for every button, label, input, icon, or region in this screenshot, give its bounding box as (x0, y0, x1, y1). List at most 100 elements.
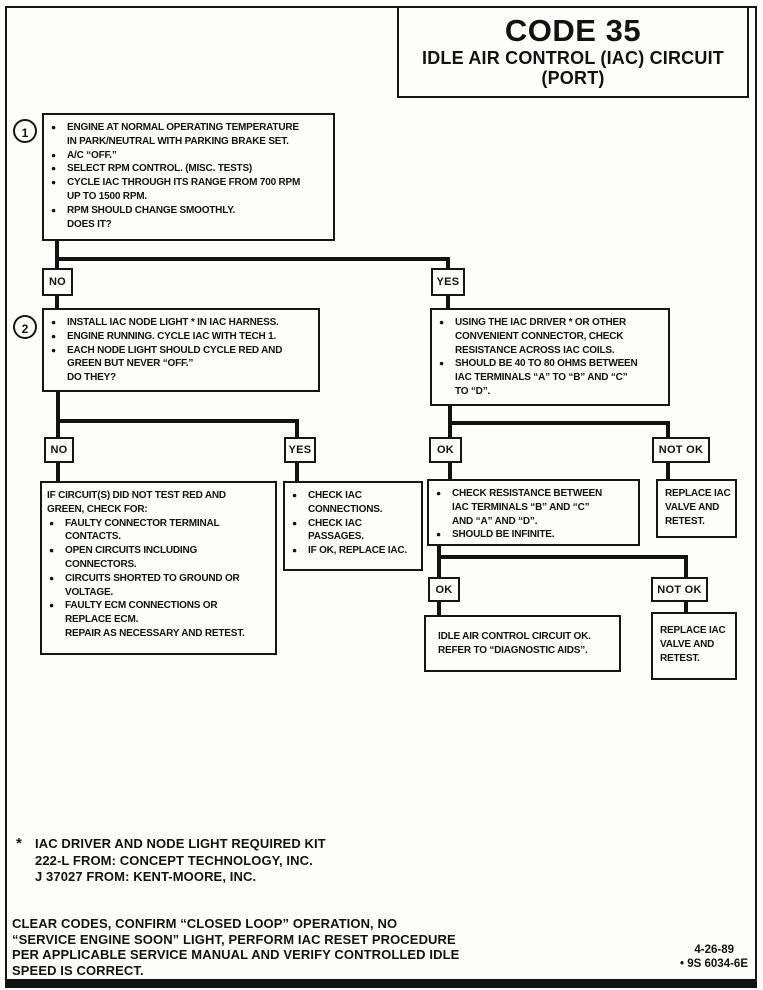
circuit-fail-box: IF CIRCUIT(S) DID NOT TEST RED AND GREEN… (40, 481, 277, 655)
decision-not-ok-2: NOT OK (651, 577, 708, 602)
list-item: ● USING THE IAC DRIVER * OR OTHER CONVENI… (437, 316, 664, 357)
step-1-box: ● ENGINE AT NORMAL OPERATING TEMPERATURE … (42, 113, 335, 241)
list-item: ● A/C “OFF.” (49, 149, 329, 163)
list-item-text: CIRCUITS SHORTED TO GROUND OR VOLTAGE. (65, 572, 240, 598)
decision-not-ok-1: NOT OK (652, 437, 710, 463)
step-2-badge: 2 (13, 315, 37, 339)
connector-line (446, 257, 450, 270)
connector-line (295, 461, 299, 482)
iac-driver-check-box: ● USING THE IAC DRIVER * OR OTHER CONVENI… (430, 308, 670, 406)
bullet-icon: ● (51, 177, 56, 188)
list-item-text: A/C “OFF.” (67, 149, 117, 161)
bullet-icon: ● (439, 317, 444, 327)
bullet-icon: ● (49, 517, 54, 528)
asterisk-icon: * (16, 835, 22, 852)
list-item-text: INSTALL IAC NODE LIGHT * IN IAC HARNESS. (67, 317, 279, 328)
bullet-icon: ● (51, 163, 56, 174)
list-item: ● OPEN CIRCUITS INCLUDING CONNECTORS. (47, 544, 271, 572)
list-item-text: ENGINE AT NORMAL OPERATING TEMPERATURE I… (67, 122, 299, 147)
decision-ok-1: OK (429, 437, 462, 463)
list-item-text: SELECT RPM CONTROL. (MISC. TESTS) (67, 163, 253, 175)
bullet-icon: ● (49, 600, 54, 611)
connector-line (448, 421, 670, 425)
bullet-icon: ● (51, 344, 56, 355)
resistance-check-box: ● CHECK RESISTANCE BETWEEN IAC TERMINALS … (427, 479, 640, 546)
bullet-icon: ● (51, 149, 56, 160)
connector-line (56, 390, 60, 438)
list-item: IF CIRCUIT(S) DID NOT TEST RED AND GREEN… (47, 489, 271, 517)
bullet-icon: ● (292, 545, 297, 556)
connector-line (448, 461, 452, 480)
circuit-ok-box: IDLE AIR CONTROL CIRCUIT OK. REFER TO “D… (424, 615, 621, 672)
connector-line (56, 419, 299, 423)
list-item-text: ENGINE RUNNING. CYCLE IAC WITH TECH 1. (67, 330, 277, 342)
list-item-text: FAULTY CONNECTOR TERMINAL CONTACTS. (65, 517, 220, 543)
connector-line (437, 544, 441, 578)
step-2-box: ● INSTALL IAC NODE LIGHT * IN IAC HARNESS… (42, 308, 320, 392)
list-item: ●CHECK IAC PASSAGES. (290, 517, 417, 545)
replace-iac-box-2: REPLACE IAC VALVE AND RETEST. (651, 612, 737, 680)
list-item: ●ENGINE AT NORMAL OPERATING TEMPERATURE … (49, 121, 329, 149)
title-box: CODE 35 IDLE AIR CONTROL (IAC) CIRCUIT (… (397, 6, 749, 98)
bullet-icon: ● (51, 317, 56, 327)
list-item: ●RPM SHOULD CHANGE SMOOTHLY. DOES IT? (49, 204, 329, 232)
connector-line (437, 555, 688, 559)
connector-line (56, 461, 60, 482)
bullet-icon: ● (49, 572, 54, 583)
list-item-text: USING THE IAC DRIVER * OR OTHER CONVENIE… (455, 317, 627, 356)
decision-no-2: NO (44, 437, 74, 463)
bullet-icon: ● (49, 545, 54, 556)
list-item: ● FAULTY CONNECTOR TERMINAL CONTACTS. (47, 517, 271, 545)
page-subtitle-port: (PORT) (541, 68, 605, 88)
list-item-text: IF OK, REPLACE IAC. (308, 545, 407, 557)
list-item-text: SHOULD BE 40 TO 80 OHMS BETWEEN IAC TERM… (455, 358, 638, 397)
list-item-text: RPM SHOULD CHANGE SMOOTHLY. DOES IT? (67, 204, 236, 230)
list-item-text: SHOULD BE INFINITE. (452, 529, 555, 541)
decision-yes-2: YES (284, 437, 316, 463)
list-item: ● SELECT RPM CONTROL. (MISC. TESTS) (49, 162, 329, 176)
bullet-icon: ● (436, 488, 441, 498)
list-item-text: CYCLE IAC THROUGH ITS RANGE FROM 700 RPM… (67, 177, 301, 202)
connector-line (666, 421, 670, 438)
replace-iac-box-1: REPLACE IAC VALVE AND RETEST. (656, 479, 737, 538)
revision-date: 4-26-89 (694, 944, 734, 956)
page-subtitle: IDLE AIR CONTROL (IAC) CIRCUIT (422, 48, 724, 68)
decision-no-1: NO (42, 268, 73, 296)
list-item: ● FAULTY ECM CONNECTIONS OR REPLACE ECM. … (47, 599, 271, 640)
list-item-text: IF CIRCUIT(S) DID NOT TEST RED AND GREEN… (47, 490, 226, 515)
decision-yes-1: YES (431, 268, 465, 296)
list-item-text: FAULTY ECM CONNECTIONS OR REPLACE ECM. R… (65, 600, 245, 639)
connector-line (55, 294, 59, 310)
decision-ok-2: OK (428, 577, 460, 602)
bullet-icon: ● (51, 330, 56, 341)
list-item-text: CHECK IAC CONNECTIONS. (308, 490, 383, 515)
connector-line (666, 461, 670, 480)
list-item: ●SHOULD BE INFINITE. (434, 528, 634, 542)
connector-line (295, 419, 299, 438)
document-number: • 9S 6034-6E (680, 958, 748, 970)
bullet-icon: ● (292, 490, 297, 500)
page-title: CODE 35 (504, 13, 642, 48)
list-item: ● ENGINE RUNNING. CYCLE IAC WITH TECH 1. (49, 330, 314, 344)
connector-line (55, 239, 59, 270)
bullet-icon: ● (439, 358, 444, 369)
document-stamp: 4-26-89 • 9S 6034-6E (638, 943, 748, 971)
connector-line (55, 257, 450, 261)
list-item-text: CHECK RESISTANCE BETWEEN IAC TERMINALS “… (452, 488, 603, 527)
connector-line (437, 600, 441, 616)
footnote: * IAC DRIVER AND NODE LIGHT REQUIRED KIT… (16, 836, 326, 886)
connector-line (446, 294, 450, 310)
list-item: ● IF OK, REPLACE IAC. (290, 544, 417, 558)
step-1-badge: 1 (13, 119, 37, 143)
list-item: ●EACH NODE LIGHT SHOULD CYCLE RED AND GR… (49, 344, 314, 385)
list-item-text: OPEN CIRCUITS INCLUDING CONNECTORS. (65, 545, 198, 570)
list-item: ● CIRCUITS SHORTED TO GROUND OR VOLTAGE. (47, 572, 271, 600)
footnote-text: IAC DRIVER AND NODE LIGHT REQUIRED KIT 2… (35, 836, 326, 884)
list-item: ● INSTALL IAC NODE LIGHT * IN IAC HARNESS… (49, 316, 314, 330)
list-item: ● SHOULD BE 40 TO 80 OHMS BETWEEN IAC TER… (437, 357, 664, 398)
connector-line (684, 555, 688, 578)
list-item-text: CHECK IAC PASSAGES. (308, 517, 364, 543)
footer-note: CLEAR CODES, CONFIRM “CLOSED LOOP” OPERA… (12, 916, 460, 978)
check-iac-box: ●CHECK IAC CONNECTIONS.●CHECK IAC PASSAG… (283, 481, 423, 571)
connector-line (684, 600, 688, 613)
